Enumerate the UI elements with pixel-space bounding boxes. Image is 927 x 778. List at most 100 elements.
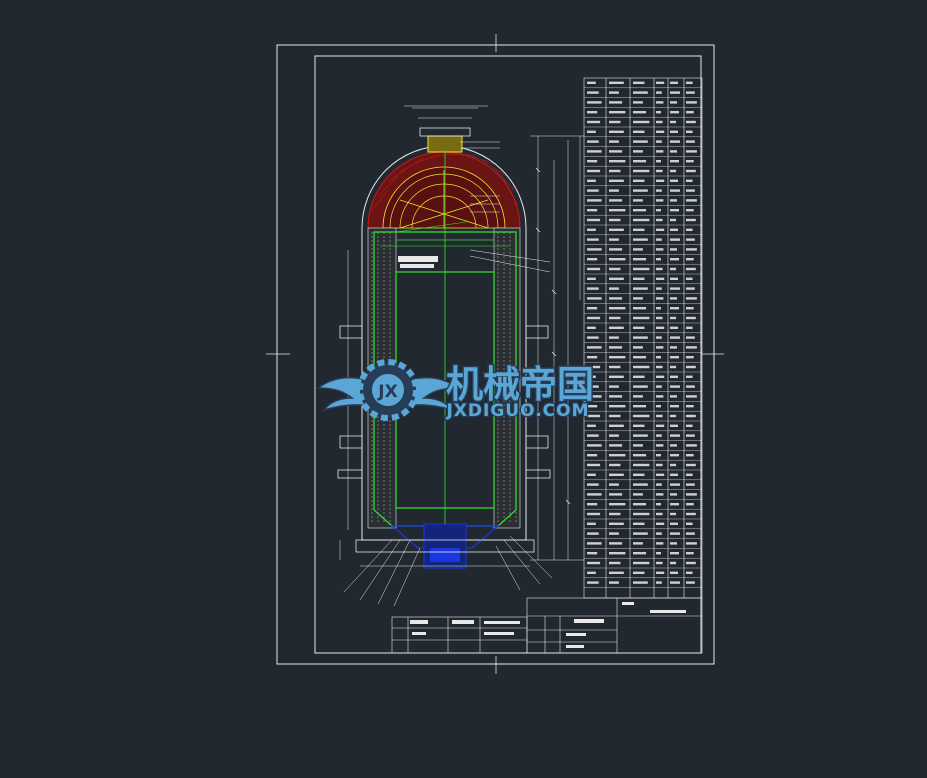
bom-entry-mark [633,111,647,114]
bom-entry-mark [656,503,661,506]
bottom-base [355,539,535,553]
bom-entry-mark [656,326,665,329]
bom-entry-mark [656,169,663,173]
bom-entry-mark [609,218,621,222]
bom-entry-mark [656,365,663,369]
bom-entry-mark [609,307,626,310]
bom-entry-mark [656,218,663,222]
bom-entry-mark [633,199,643,202]
bom-entry-mark [633,454,647,457]
bom-entry-mark [656,405,661,408]
bom-entry-mark [633,375,645,378]
bom-entry-mark [609,493,623,496]
bom-entry-mark [656,395,664,398]
bom-entry-mark [609,199,623,202]
bom-entry-mark [686,542,697,545]
bom-entry-mark [633,150,643,153]
vessel-drawing [337,105,584,607]
bom-entry-mark [686,375,693,378]
bom-entry-mark [587,522,596,525]
bom-entry-mark [609,424,624,427]
bom-entry-mark [587,424,596,427]
bom-entry-mark [670,405,679,408]
bom-entry-mark [633,346,643,349]
bom-entry-mark [656,228,665,231]
bom-entry-mark [656,130,665,133]
bom-entry-mark [686,169,696,173]
bom-entry-mark [686,532,695,535]
bom-entry-mark [609,258,626,261]
bom-entry-mark [656,532,662,535]
bom-entry-mark [633,552,647,555]
bom-entry-mark [587,395,602,398]
bom-entry-mark [670,238,680,241]
bom-entry-mark [656,258,661,261]
bom-entry-mark [609,561,621,565]
bom-entry-mark [587,356,598,359]
bom-entry-mark [670,375,678,378]
bom-table-rows [584,87,702,588]
bom-entry-mark [587,238,599,241]
bom-entry-mark [686,228,693,231]
bom-entry-mark [670,454,679,457]
bom-entry-mark [587,111,598,114]
bom-entry-mark [587,150,602,153]
bom-entry-mark [656,160,661,163]
bom-entry-mark [633,405,647,408]
bom-entry-mark [587,454,598,457]
bom-entry-mark [670,81,678,84]
bom-entry-mark [670,267,677,271]
bom-entry-mark [656,561,663,565]
bom-entry-mark [633,297,643,300]
bom-entry-mark [609,248,623,251]
bom-entry-mark [670,434,680,437]
bom-entry-mark [686,522,693,525]
bom-entry-mark [609,160,626,163]
bom-entry-mark [633,258,647,261]
bom-entry-mark [686,199,697,202]
bom-entry-mark [670,414,677,418]
bom-entry-mark [587,307,598,310]
bom-entry-mark [656,444,664,447]
bom-entry-mark [670,346,677,349]
watermark-url: JXDIGUO.COM [445,401,589,421]
bom-entry-mark [609,120,621,124]
bom-entry-mark [633,267,650,271]
bom-entry-mark [609,267,621,271]
bom-entry-mark [656,385,662,388]
bom-entry-mark [670,258,679,261]
center-crosshair [266,34,724,674]
bom-entry-mark [686,493,697,496]
bom-entry-mark [587,101,602,104]
bom-entry-mark [587,209,598,212]
bom-entry-mark [609,326,624,329]
title-block [391,597,703,654]
bom-entry-mark [670,287,680,290]
leader-lines-bottom [343,535,553,607]
bom-entry-mark [686,434,695,437]
bom-entry-mark [609,346,623,349]
bom-entry-mark [609,365,621,369]
sheet-outer-border [276,44,715,665]
bom-entry-mark [587,169,601,173]
bom-entry-mark [686,365,696,369]
bom-entry-mark [686,101,697,104]
bom-entry-mark [633,160,647,163]
bom-entry-mark [686,454,694,457]
bom-entry-mark [686,405,694,408]
bom-entry-mark [587,179,596,182]
bom-entry-mark [670,150,677,153]
bom-table-entries [587,81,697,584]
bom-entry-mark [670,111,679,114]
bom-entry-mark [686,571,693,574]
bom-entry-mark [670,179,678,182]
bom-entry-mark [633,169,650,173]
bom-entry-mark [656,150,664,153]
bom-entry-mark [587,248,602,251]
bom-entry-mark [670,395,677,398]
bom-entry-mark [656,414,663,418]
bom-entry-mark [609,385,619,388]
bom-entry-mark [670,130,678,133]
bom-entry-mark [670,512,677,516]
dome-hatch [371,151,519,211]
